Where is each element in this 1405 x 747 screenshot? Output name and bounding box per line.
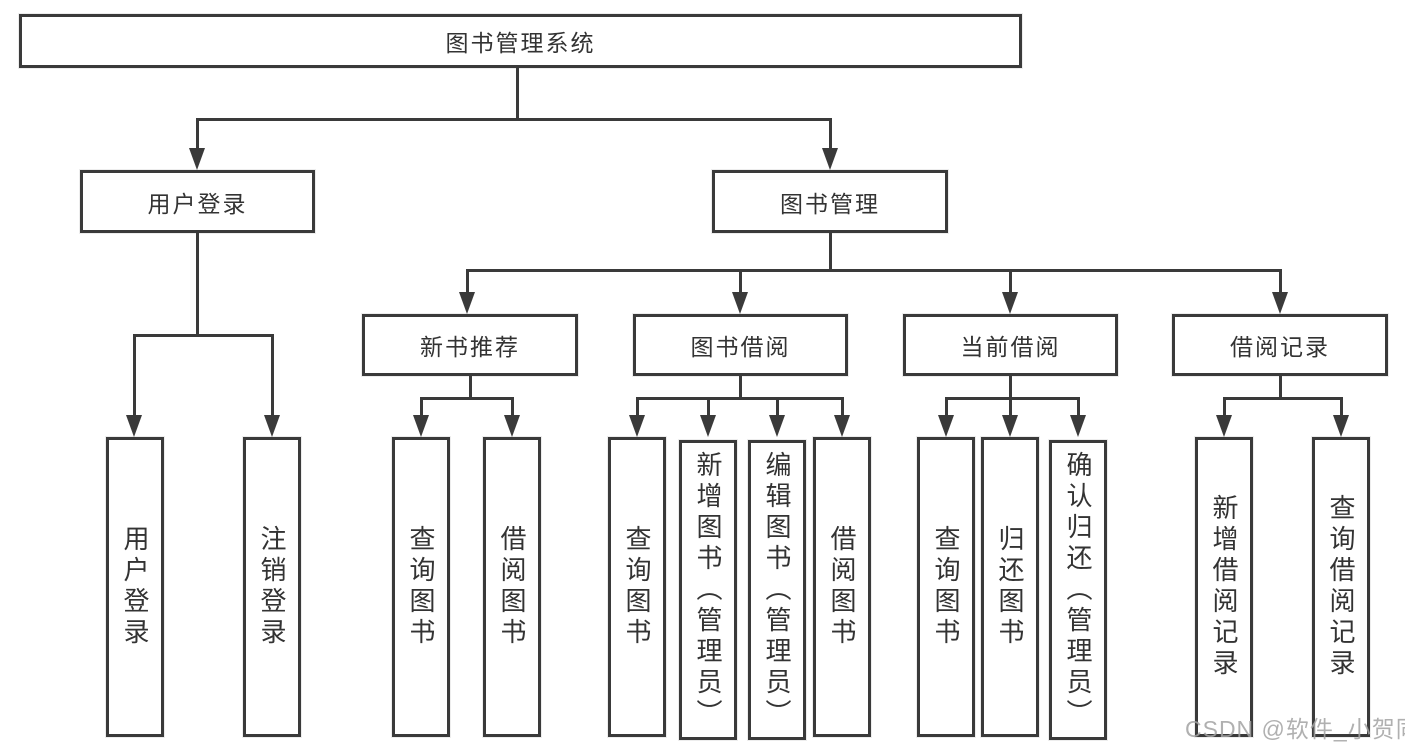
arrow-down-icon xyxy=(700,415,716,437)
arrow-down-icon xyxy=(459,292,475,314)
connector-drop xyxy=(1076,397,1080,417)
leaf-confirm-return-admin: 确认归还（管理员） xyxy=(1049,440,1107,740)
connector-root-stem xyxy=(515,68,519,121)
leaf-query-books-3-label: 查询图书 xyxy=(931,525,961,649)
arrow-down-icon xyxy=(769,415,785,437)
arrow-down-icon xyxy=(189,148,205,170)
node-root: 图书管理系统 xyxy=(19,14,1022,68)
connector-drop xyxy=(1008,397,1012,417)
connector-drop xyxy=(1339,397,1343,417)
leaf-query-books-1-label: 查询图书 xyxy=(406,525,436,649)
connector-records-rail xyxy=(1222,397,1343,400)
connector-drop xyxy=(706,397,710,417)
node-current-borrowing-label: 当前借阅 xyxy=(960,334,1061,360)
leaf-query-borrow-record: 查询借阅记录 xyxy=(1312,437,1370,737)
leaf-borrow-books-2: 借阅图书 xyxy=(813,437,871,737)
leaf-return-books: 归还图书 xyxy=(981,437,1039,737)
arrow-down-icon xyxy=(1002,292,1018,314)
leaf-query-books-2-label: 查询图书 xyxy=(622,525,652,649)
arrow-down-icon xyxy=(504,415,520,437)
connector-level3-rail xyxy=(465,269,1282,272)
arrow-down-icon xyxy=(1333,415,1349,437)
node-book-mgmt-label: 图书管理 xyxy=(780,190,880,217)
leaf-query-books-3: 查询图书 xyxy=(917,437,975,737)
arrow-down-icon xyxy=(629,415,645,437)
leaf-borrow-books-1: 借阅图书 xyxy=(483,437,541,737)
leaf-add-borrow-record: 新增借阅记录 xyxy=(1195,437,1253,737)
arrow-down-icon xyxy=(1070,415,1086,437)
connector-drop xyxy=(510,397,514,417)
node-book-mgmt: 图书管理 xyxy=(712,170,948,233)
node-new-book-recommend: 新书推荐 xyxy=(362,314,578,376)
node-borrowing-records-label: 借阅记录 xyxy=(1230,334,1330,360)
leaf-query-books-2: 查询图书 xyxy=(608,437,666,737)
connector-drop xyxy=(840,397,844,417)
connector-drop xyxy=(1222,397,1226,417)
leaf-confirm-return-admin-label: 确认归还（管理员） xyxy=(1063,450,1093,730)
leaf-user-login: 用户登录 xyxy=(106,437,164,737)
connector-current-stem xyxy=(1008,376,1012,399)
connector-borrowing-stem xyxy=(738,376,742,399)
arrow-down-icon xyxy=(822,148,838,170)
node-book-borrowing-label: 图书借阅 xyxy=(690,334,791,360)
connector-new-books-rail xyxy=(419,397,514,400)
leaf-borrow-books-1-label: 借阅图书 xyxy=(497,525,527,649)
connector-user-login-rail xyxy=(132,334,274,337)
connector-drop-book-mgmt xyxy=(828,118,832,149)
arrow-down-icon xyxy=(126,415,142,437)
node-borrowing-records: 借阅记录 xyxy=(1172,314,1388,376)
leaf-query-books-1: 查询图书 xyxy=(392,437,450,737)
leaf-return-books-label: 归还图书 xyxy=(995,525,1025,649)
arrow-down-icon xyxy=(732,292,748,314)
connector-drop-new-books xyxy=(465,269,469,294)
arrow-down-icon xyxy=(1272,292,1288,314)
arrow-down-icon xyxy=(1002,415,1018,437)
connector-drop-leaf-login xyxy=(132,334,136,417)
connector-drop xyxy=(775,397,779,417)
connector-drop-borrowing xyxy=(738,269,742,294)
connector-drop xyxy=(944,397,948,417)
connector-current-rail xyxy=(944,397,1080,400)
leaf-edit-books-admin-label: 编辑图书（管理员） xyxy=(762,450,792,730)
arrow-down-icon xyxy=(834,415,850,437)
node-book-borrowing: 图书借阅 xyxy=(633,314,848,376)
node-new-book-recommend-label: 新书推荐 xyxy=(420,334,520,360)
watermark: CSDN @软件_小贺同学 xyxy=(1185,716,1405,742)
leaf-logout-label: 注销登录 xyxy=(257,525,287,649)
node-user-login: 用户登录 xyxy=(80,170,315,233)
connector-drop-user-login xyxy=(195,118,199,149)
arrow-down-icon xyxy=(938,415,954,437)
leaf-logout: 注销登录 xyxy=(243,437,301,737)
node-current-borrowing: 当前借阅 xyxy=(903,314,1118,376)
arrow-down-icon xyxy=(413,415,429,437)
leaf-edit-books-admin: 编辑图书（管理员） xyxy=(748,440,806,740)
leaf-add-borrow-record-label: 新增借阅记录 xyxy=(1209,494,1239,680)
connector-drop xyxy=(419,397,423,417)
leaf-query-borrow-record-label: 查询借阅记录 xyxy=(1326,494,1356,680)
node-user-login-label: 用户登录 xyxy=(147,190,248,217)
connector-new-books-stem xyxy=(468,376,472,399)
arrow-down-icon xyxy=(1216,415,1232,437)
connector-records-stem xyxy=(1278,376,1282,399)
connector-drop-current xyxy=(1008,269,1012,294)
connector-user-login-stem xyxy=(195,233,199,336)
connector-drop xyxy=(635,397,639,417)
leaf-borrow-books-2-label: 借阅图书 xyxy=(827,525,857,649)
connector-drop-records xyxy=(1278,269,1282,294)
connector-borrowing-rail xyxy=(635,397,844,400)
node-root-label: 图书管理系统 xyxy=(445,30,596,56)
leaf-user-login-label: 用户登录 xyxy=(120,525,150,649)
leaf-add-books-admin: 新增图书（管理员） xyxy=(679,440,737,740)
arrow-down-icon xyxy=(264,415,280,437)
connector-level2-rail xyxy=(195,118,832,121)
connector-book-mgmt-stem xyxy=(828,233,832,271)
leaf-add-books-admin-label: 新增图书（管理员） xyxy=(693,450,723,730)
connector-drop-leaf-logout xyxy=(270,334,274,417)
